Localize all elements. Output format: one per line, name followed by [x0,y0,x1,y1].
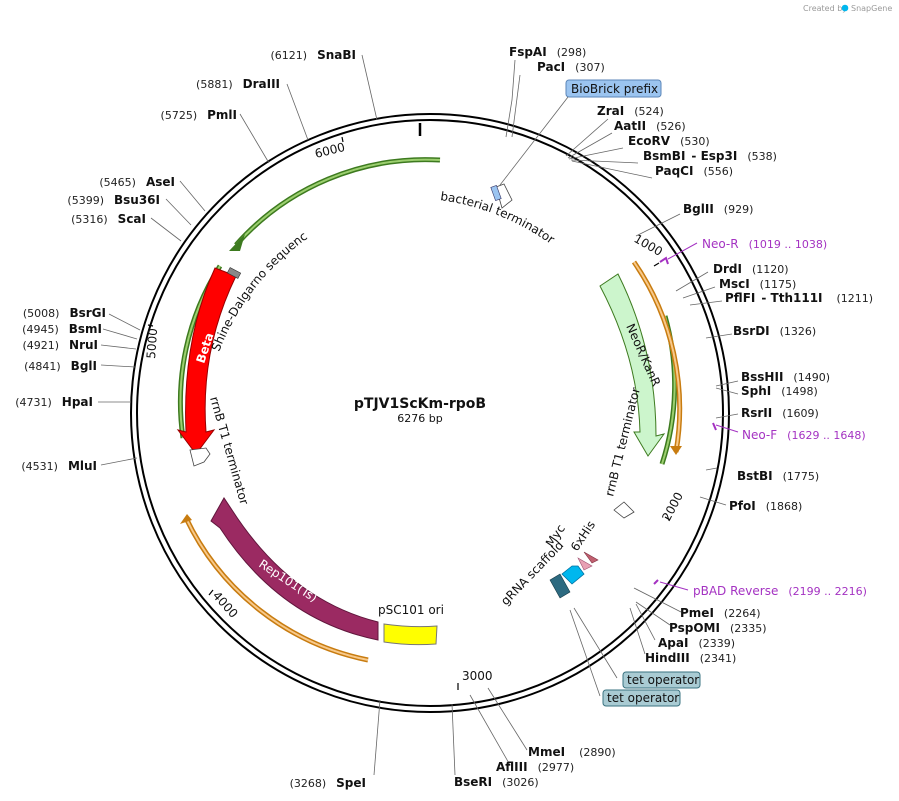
feature-ori-label: pSC101 ori [378,603,444,617]
tick-label-3000: 3000 [462,669,493,683]
feature-rrnb-right-label: rrnB T1 terminator [602,386,643,498]
feature-neor-kanr[interactable] [599,273,666,457]
site-bsmbi-esp3i[interactable]: BsmBI- Esp3I(538) [643,149,777,163]
tick-label-5000: 5000 [144,328,160,359]
tet-operator-label-1: tet operator [627,673,699,687]
primer-pbad-reverse[interactable]: pBAD Reverse(2199 .. 2216) [693,584,867,598]
site-drdi[interactable]: DrdI(1120) [713,262,789,276]
site-hindiii[interactable]: HindIII(2341) [645,651,736,665]
backbone-outer-ring [130,113,730,713]
primer-neo-r[interactable]: Neo-R(1019 .. 1038) [702,237,827,251]
site-pmli[interactable]: (5725)PmlI [161,108,237,122]
site-pflfi-tth111i[interactable]: PflFI- Tth111I(1211) [725,291,873,305]
tet-operator-label-2: tet operator [607,691,679,705]
site-snabi[interactable]: (6121)SnaBI [271,48,356,62]
backbone-inner-ring [136,119,724,707]
orf-arrow-orange-left [185,517,369,661]
feature-biobrick-shape[interactable] [490,185,502,201]
site-hpai[interactable]: (4731)HpaI [15,395,93,409]
site-paqci[interactable]: PaqCI(556) [655,164,733,178]
snapgene-logo-icon [841,4,849,12]
feature-rrnb-left-label: rrnB T1 terminator [207,395,251,506]
feature-rrnb-terminator-left-shape[interactable] [189,447,211,467]
feature-6xhis-label: 6xHis [568,518,598,553]
feature-bacterial-terminator-shape[interactable] [495,183,513,209]
site-bstbi[interactable]: BstBI(1775) [737,469,819,483]
feature-myc-shape[interactable] [577,557,593,571]
tick-label-2000: 2000 [659,490,686,524]
orf-arrow-beta [235,158,441,246]
feature-cyan-marker[interactable] [561,565,585,585]
site-leaders [98,54,739,776]
site-zrai[interactable]: ZraI(524) [597,104,664,118]
orf-arrowhead-beta [229,234,245,251]
primer-markers [653,242,739,591]
feature-rep101[interactable] [210,497,379,641]
feature-grna-label: gRNA scaffold [498,538,566,608]
site-nrui[interactable]: (4921)NruI [22,338,98,352]
plasmid-size: 6276 bp [397,412,442,425]
site-mlui[interactable]: (4531)MluI [21,459,97,473]
site-bsmi[interactable]: (4945)BsmI [22,322,102,336]
ticks [147,136,671,690]
feature-psc101-ori[interactable] [383,623,438,646]
site-bsshii[interactable]: BssHII(1490) [741,370,830,384]
tet-operator-box-1[interactable] [622,671,701,689]
site-pspomi[interactable]: PspOMI(2335) [669,621,767,635]
site-spei[interactable]: (3268)SpeI [290,776,366,790]
site-bglii[interactable]: BglII(929) [683,202,753,216]
feature-6xhis-shape[interactable] [583,551,599,564]
site-pmei[interactable]: PmeI(2264) [680,606,760,620]
site-ecorv[interactable]: EcoRV(530) [628,134,710,148]
orf-arrowhead-orange-left [180,514,192,524]
primer-neo-f[interactable]: Neo-F(1629 .. 1648) [742,428,866,442]
snapgene-brand: SnapGene [851,4,892,13]
feature-rrnb-terminator-right-shape[interactable] [613,501,635,519]
site-mmei[interactable]: MmeI(2890) [528,745,616,759]
site-bsu36i[interactable]: (5399)Bsu36I [67,193,160,207]
feature-grna-scaffold-shape[interactable] [549,573,571,599]
site-bseri[interactable]: BseRI(3026) [454,775,539,789]
site-fspai[interactable]: FspAI(298) [509,45,586,59]
site-scai[interactable]: (5316)ScaI [71,212,146,226]
site-afliii[interactable]: AflIII(2977) [496,760,574,774]
site-draiii[interactable]: (5881)DraIII [196,77,280,91]
plasmid-name: pTJV1ScKm-rpoB [354,396,486,412]
orf-arrowhead-orange-right [670,446,682,455]
tet-operator-box-2[interactable] [602,689,681,707]
biobrick-prefix-box[interactable] [565,79,662,98]
site-asei[interactable]: (5465)AseI [99,175,175,189]
biobrick-prefix-label: BioBrick prefix [571,82,658,96]
orf-arrow-orange-right [633,261,681,453]
site-rsrii[interactable]: RsrII(1609) [741,406,819,420]
site-aatii[interactable]: AatII(526) [614,119,686,133]
site-apai[interactable]: ApaI(2339) [658,636,735,650]
site-bgli[interactable]: (4841)BglI [24,359,97,373]
created-by-text: Created by [803,4,847,13]
tick-label-4000: 4000 [210,589,241,621]
site-bsrgi[interactable]: (5008)BsrGI [23,306,106,320]
site-msci[interactable]: MscI(1175) [719,277,796,291]
site-paci[interactable]: PacI(307) [537,60,605,74]
feature-sd-marker [226,267,242,279]
site-bsrdi[interactable]: BsrDI(1326) [733,324,816,338]
orf-arrow-beta-casing [234,157,441,247]
site-sphi[interactable]: SphI(1498) [741,384,818,398]
site-pfoi[interactable]: PfoI(1868) [729,499,802,513]
